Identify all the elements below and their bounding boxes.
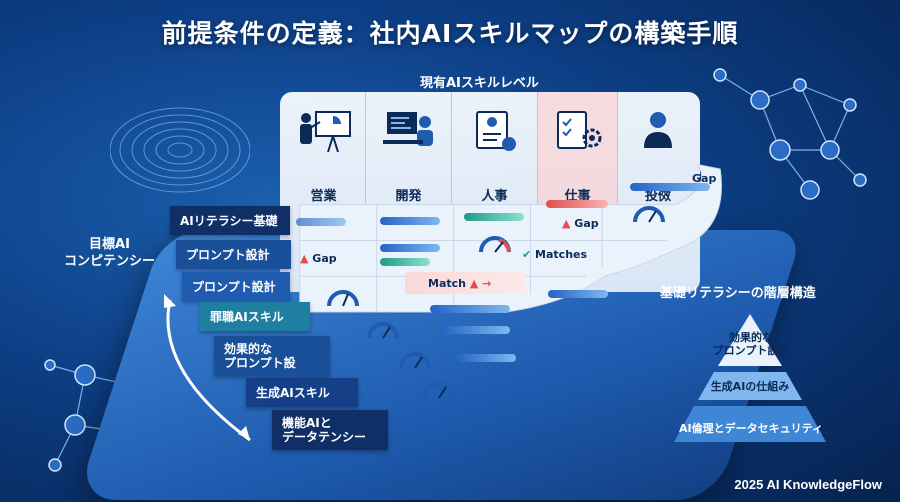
target-item: 罪職AIスキル <box>200 302 310 331</box>
dept-label: 営業 <box>310 189 337 204</box>
gauge-icon <box>633 206 665 223</box>
current-skill-level-label: 現有AIスキルレベル <box>420 76 539 91</box>
pyramid-level-top: 効果的な プロンプト設計 <box>712 331 790 357</box>
dept-label: 投傚 <box>644 189 671 204</box>
skill-bar <box>548 290 608 298</box>
ripple-decoration <box>110 107 250 193</box>
skill-bar <box>546 200 608 208</box>
dept-column-invest: 投傚 <box>618 92 698 210</box>
footer-credit: 2025 AI KnowledgeFlow <box>734 477 882 492</box>
gap-indicator: ▲ Gap <box>300 252 337 265</box>
curved-arrow-icon <box>164 294 251 442</box>
target-item: AIリテラシー基礎 <box>170 206 290 235</box>
pyramid-level-bottom: AI倫理とデータセキュリティ <box>679 422 823 435</box>
gauge-icon <box>479 236 511 253</box>
dept-column-dev: 開発 <box>366 92 452 210</box>
pyramid-level-middle: 生成AIの仕組み <box>710 380 790 393</box>
developer-icon <box>382 112 433 146</box>
pyramid-title: 基礎リテラシーの階層構造 <box>660 286 816 301</box>
skill-bar <box>380 244 440 252</box>
skill-bar <box>440 326 510 334</box>
person-icon <box>644 112 672 148</box>
matches-indicator: ✔ Matches <box>522 248 588 261</box>
gauge-icon <box>423 382 455 399</box>
skill-bar <box>456 354 516 362</box>
target-item: プロンプト設計 <box>176 240 291 269</box>
hr-checklist-icon <box>475 111 516 151</box>
presenter-icon <box>299 111 351 153</box>
gap-indicator: ▲ Gap <box>562 217 599 230</box>
skill-bar <box>430 305 510 313</box>
gauge-icon <box>399 352 431 369</box>
match-label: Match ▲ → <box>428 277 492 290</box>
task-gear-icon <box>556 111 601 149</box>
target-item: 生成AIスキル <box>246 378 358 407</box>
target-item: 機能AIと データテンシー <box>272 410 388 450</box>
dept-label: 開発 <box>395 189 422 204</box>
skill-bar <box>380 217 440 225</box>
gauge-icon <box>327 290 359 307</box>
skill-bar <box>380 258 430 266</box>
skill-bar <box>296 218 346 226</box>
target-competency-label: 目標AI コンピテンシー <box>64 237 156 269</box>
dept-label: 人事 <box>481 189 508 204</box>
dept-column-work: 仕事 <box>538 92 618 210</box>
page-title: 前提条件の定義：社内AIスキルマップの構築手順 <box>161 19 739 48</box>
network-decoration-top <box>713 68 867 200</box>
gauge-icon <box>367 322 399 339</box>
skill-bar <box>464 213 524 221</box>
target-item: プロンプト設計 <box>182 272 290 301</box>
dept-column-hr: 人事 <box>452 92 538 210</box>
dept-column-sales: 営業 <box>282 92 366 210</box>
literacy-pyramid <box>674 314 826 442</box>
match-band <box>405 272 525 294</box>
target-item: 効果的な プロンプト設 <box>214 336 330 376</box>
skill-bar <box>630 183 710 191</box>
gap-label: Gap <box>692 172 717 185</box>
